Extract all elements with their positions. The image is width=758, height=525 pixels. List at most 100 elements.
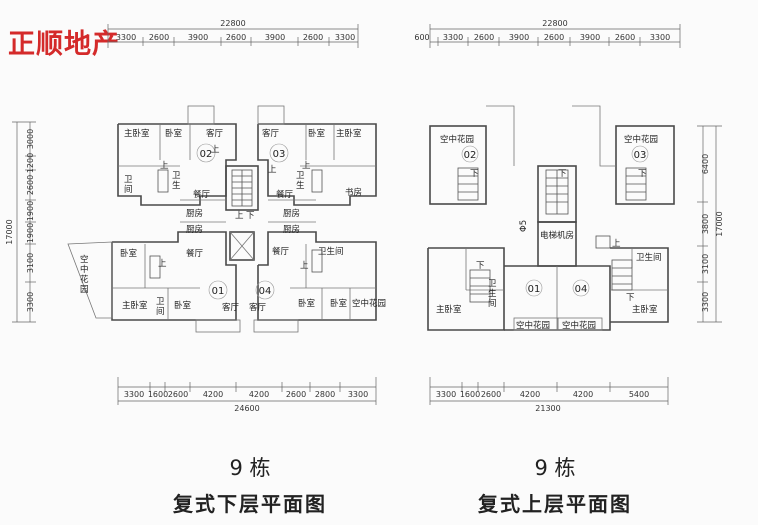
lower-caption-title: 复式下层平面图 <box>173 492 327 516</box>
upper-walls <box>427 105 675 331</box>
unit-label-04: 04 <box>259 286 272 297</box>
stair-down: 下 <box>470 169 479 179</box>
room-sky-garden: 空中花园 <box>440 134 474 145</box>
stair-down: 下 <box>558 169 567 179</box>
upper-bottom-dim: 1600 <box>460 390 480 399</box>
lower-top-dim: 2600 <box>149 33 169 42</box>
unit-label-03: 03 <box>634 150 647 161</box>
room-kitchen: 厨房 <box>186 224 203 235</box>
room-sky-garden: 空中花园 <box>352 298 386 309</box>
upper-top-dimensions: 22800 600 3300 2600 3900 2600 3900 2600 … <box>414 19 681 48</box>
room-dining: 餐厅 <box>193 190 211 200</box>
lower-bottom-total: 24600 <box>234 404 259 413</box>
lower-top-dim: 3300 <box>116 33 136 42</box>
room-bath-a: 卫 <box>488 279 497 289</box>
upper-right-dimensions: 6400 3800 3100 3300 17000 <box>697 125 724 323</box>
upper-bottom-dim: 5400 <box>629 390 649 399</box>
upper-bottom-dim: 3300 <box>436 390 456 399</box>
stair-up: 上 <box>211 145 220 155</box>
upper-right-total: 17000 <box>715 211 724 236</box>
lower-bottom-dim: 1600 <box>148 390 168 399</box>
upper-bottom-dim: 4200 <box>520 390 540 399</box>
room-bath-b: 生 <box>488 288 497 299</box>
room-bath-full: 卫生间 <box>636 252 662 263</box>
room-dining: 餐厅 <box>272 247 290 257</box>
lower-top-dim: 3300 <box>335 33 355 42</box>
unit-label-04: 04 <box>575 284 588 295</box>
unit-label-01: 01 <box>212 286 225 297</box>
room-bath-c: 间 <box>488 299 497 309</box>
lower-left-dim: 1900 <box>26 223 35 243</box>
lower-left-dim: 3300 <box>26 292 35 312</box>
room-master-bedroom: 主卧室 <box>124 128 150 139</box>
lower-left-dimensions: 17000 3000 1200 2600 1900 1900 3100 3300 <box>5 121 36 323</box>
unit-label-01: 01 <box>528 284 541 295</box>
upper-top-dim: 3900 <box>509 33 529 42</box>
upper-bottom-total: 21300 <box>535 404 560 413</box>
room-kitchen: 厨房 <box>283 224 300 235</box>
upper-right-dim: 6400 <box>701 154 710 174</box>
stair-down: 下 <box>246 211 255 221</box>
lower-bottom-dim: 4200 <box>203 390 223 399</box>
unit-label-02: 02 <box>464 150 477 161</box>
room-bedroom: 卧室 <box>120 248 138 259</box>
upper-right-dim: 3100 <box>701 254 710 274</box>
lower-bottom-dim: 2600 <box>286 390 306 399</box>
room-elevator-machine: 电梯机房 <box>540 230 574 241</box>
room-bath-c: 间 <box>156 307 165 317</box>
room-living: 客厅 <box>262 128 280 139</box>
upper-top-dim: 2600 <box>615 33 635 42</box>
room-living: 客厅 <box>222 302 240 313</box>
upper-top-dim: 3900 <box>580 33 600 42</box>
room-bedroom: 卧室 <box>174 300 192 311</box>
room-bedroom: 卧室 <box>308 128 326 139</box>
upper-right-dim: 3800 <box>701 214 710 234</box>
room-bath-a: 卫 <box>296 171 305 181</box>
lower-top-dim: 3900 <box>265 33 285 42</box>
stair-down: 下 <box>638 169 647 179</box>
room-bath-a: 卫 <box>172 171 181 181</box>
lower-bottom-dim: 4200 <box>249 390 269 399</box>
stair-up: 上 <box>300 261 309 271</box>
upper-bottom-dim: 2600 <box>481 390 501 399</box>
room-bath-full: 卫生间 <box>318 246 344 257</box>
lower-left-dim: 1200 <box>26 153 35 173</box>
lower-bottom-dim: 3300 <box>124 390 144 399</box>
lower-floor-plan: 22800 3300 2600 3900 2600 3900 2600 3300 <box>5 19 386 413</box>
room-dining: 餐厅 <box>186 249 204 259</box>
lower-caption-building: 9 栋 <box>229 456 271 480</box>
shaft-label: Φ5 <box>519 220 529 232</box>
room-bath-b: 生 <box>172 180 181 191</box>
stair-up: 上 <box>235 211 244 221</box>
lower-left-total: 17000 <box>5 219 14 244</box>
upper-caption-building: 9 栋 <box>534 456 576 480</box>
upper-top-dim: 3300 <box>443 33 463 42</box>
lower-room-labels: 主卧室 卧室 客厅 客厅 卧室 主卧室 02 03 卫 间 卫 生 卫 生 上 … <box>80 128 386 317</box>
lower-bottom-dimensions: 3300 1600 2600 4200 4200 2600 2800 3300 … <box>117 377 377 413</box>
lower-top-dim: 3900 <box>188 33 208 42</box>
stair-up: 上 <box>160 161 169 171</box>
lower-bottom-dim: 2800 <box>315 390 335 399</box>
room-kitchen: 厨房 <box>186 208 203 219</box>
room-master-bedroom: 主卧室 <box>632 304 658 315</box>
upper-top-dim: 2600 <box>544 33 564 42</box>
stair-up: 上 <box>268 165 277 175</box>
room-bedroom: 卧室 <box>330 298 348 309</box>
room-sky-garden: 空中花园 <box>516 320 550 331</box>
upper-floor-plan: 22800 600 3300 2600 3900 2600 3900 2600 … <box>414 19 724 413</box>
upper-bottom-dimensions: 3300 1600 2600 4200 4200 5400 21300 <box>429 377 669 413</box>
lower-left-dim: 1900 <box>26 201 35 221</box>
stair-down: 下 <box>626 293 635 303</box>
room-sky-garden: 空中花园 <box>562 320 596 331</box>
room-bath-b: 生 <box>296 180 305 191</box>
room-master-bedroom: 主卧室 <box>436 304 462 315</box>
room-bath-a: 卫 <box>156 297 165 307</box>
unit-label-02: 02 <box>200 149 213 160</box>
stair-up: 上 <box>612 239 621 249</box>
upper-caption-title: 复式上层平面图 <box>478 492 632 516</box>
upper-right-dim: 3300 <box>701 292 710 312</box>
lower-bottom-dim: 2600 <box>168 390 188 399</box>
upper-top-dim: 2600 <box>474 33 494 42</box>
stair-down: 下 <box>476 261 485 271</box>
